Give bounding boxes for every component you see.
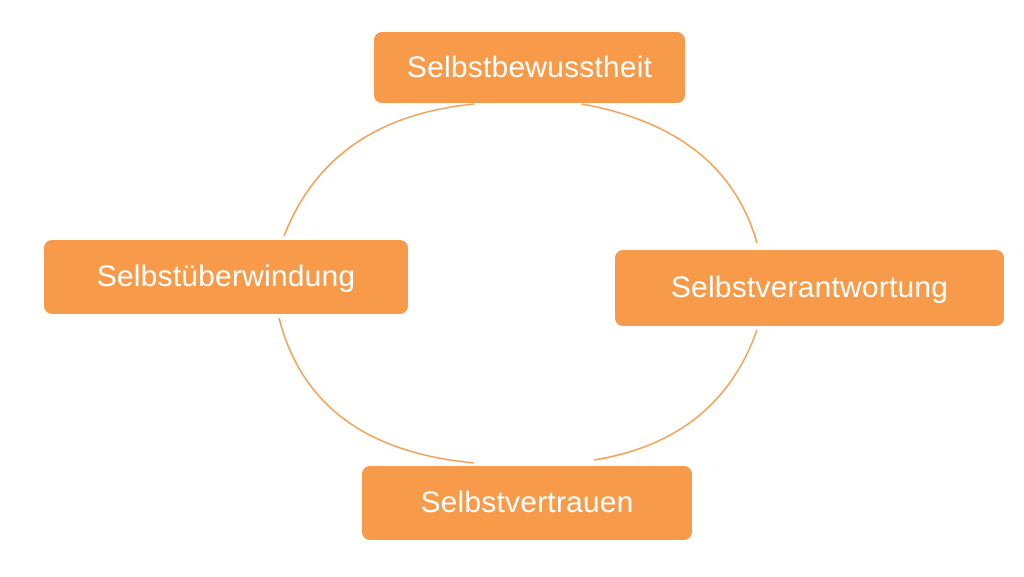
node-label: Selbstüberwindung <box>96 260 356 293</box>
node-selbstverantwortung: Selbstverantwortung <box>615 250 1004 326</box>
arc-right-bottom <box>593 329 758 461</box>
node-label: Selbstbewusstheit <box>406 50 653 84</box>
node-selbstbewusstheit: Selbstbewusstheit <box>374 32 685 103</box>
arc-left-top <box>283 103 475 237</box>
node-selbstvertrauen: Selbstvertrauen <box>362 466 692 540</box>
node-label: Selbstvertrauen <box>420 486 634 519</box>
arc-top-right <box>581 103 758 244</box>
node-label: Selbstverantwortung <box>670 271 949 304</box>
node-selbstueberwindung: Selbstüberwindung <box>44 240 408 314</box>
arc-bottom-left <box>278 317 475 464</box>
